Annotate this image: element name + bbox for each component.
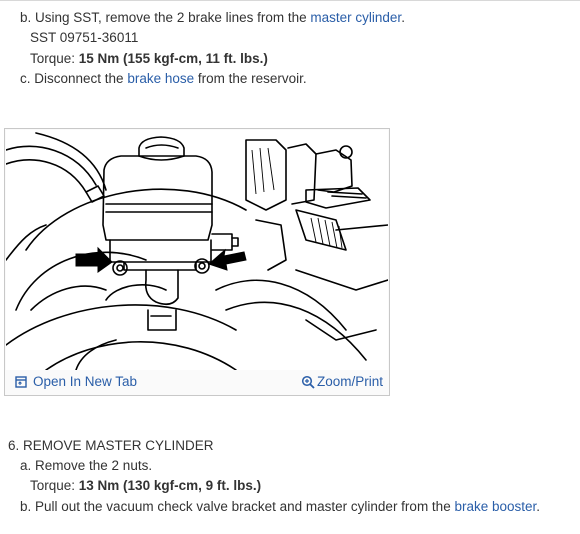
section-heading-remove-master-cylinder: 6. REMOVE MASTER CYLINDER — [8, 438, 214, 453]
master-cylinder-drawing — [6, 132, 388, 370]
brake-booster-link[interactable]: brake booster — [454, 499, 537, 514]
step-c-suffix: from the reservoir. — [194, 71, 307, 86]
step-b-pull-out-bracket: b. Pull out the vacuum check valve brack… — [20, 499, 540, 514]
open-tab-icon — [15, 375, 27, 388]
open-in-new-tab-button[interactable]: Open In New Tab — [15, 374, 137, 389]
zoom-print-button[interactable]: Zoom/Print — [301, 374, 383, 389]
brake-hose-link[interactable]: brake hose — [127, 71, 195, 86]
step-b-remove-brake-lines: b. Using SST, remove the 2 brake lines f… — [20, 10, 405, 25]
step-b-suffix: . — [401, 10, 405, 25]
figure-toolbar: Open In New Tab Zoom/Print — [5, 369, 389, 395]
torque-spec-2: Torque: 13 Nm (130 kgf-cm, 9 ft. lbs.) — [30, 478, 261, 493]
step-c-disconnect-hose: c. Disconnect the brake hose from the re… — [20, 71, 307, 86]
sst-number: SST 09751-36011 — [30, 30, 139, 45]
step-b2-text: b. Pull out the vacuum check valve brack… — [20, 499, 455, 514]
torque-label: Torque: — [30, 51, 79, 66]
step-b2-suffix: . — [536, 499, 541, 514]
top-divider — [0, 0, 580, 5]
step-b-text: b. Using SST, remove the 2 brake lines f… — [20, 10, 311, 25]
figure-container: Open In New Tab Zoom/Print — [4, 128, 390, 396]
zoom-icon — [301, 375, 315, 389]
step-c-text: c. Disconnect the — [20, 71, 128, 86]
master-cylinder-link[interactable]: master cylinder — [310, 10, 402, 25]
zoom-label: Zoom/Print — [316, 374, 383, 389]
torque-value: 15 Nm (155 kgf-cm, 11 ft. lbs.) — [78, 51, 268, 66]
torque-value: 13 Nm (130 kgf-cm, 9 ft. lbs.) — [78, 478, 262, 493]
torque-label: Torque: — [30, 478, 79, 493]
torque-spec-1: Torque: 15 Nm (155 kgf-cm, 11 ft. lbs.) — [30, 51, 268, 66]
master-cylinder-illustration[interactable] — [6, 130, 388, 370]
step-a-remove-nuts: a. Remove the 2 nuts. — [20, 458, 153, 473]
open-tab-label: Open In New Tab — [33, 374, 138, 389]
